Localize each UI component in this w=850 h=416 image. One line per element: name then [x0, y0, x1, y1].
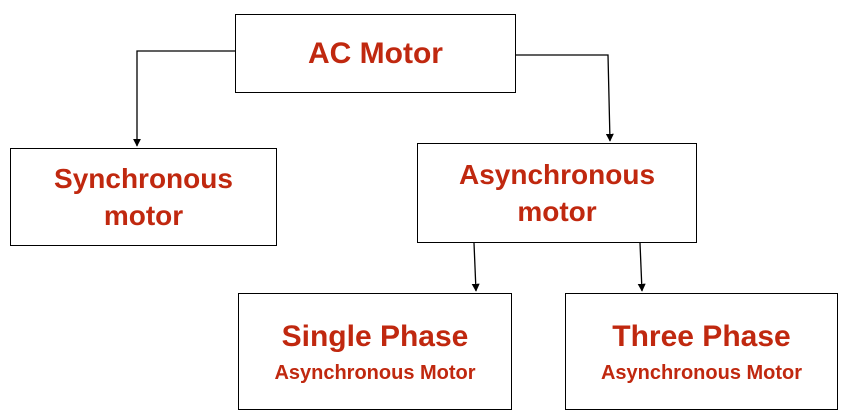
synchronous-motor-label-line2: motor — [103, 200, 184, 231]
single-phase-label-line2: Asynchronous Motor — [274, 361, 476, 384]
three-phase-motor-node: Three Phase Asynchronous Motor — [565, 293, 838, 410]
ac-motor-label: AC Motor — [308, 36, 443, 70]
ac-motor-node: AC Motor — [235, 14, 516, 93]
three-phase-label-line2: Asynchronous Motor — [600, 361, 803, 384]
asynchronous-motor-label-line2: motor — [517, 196, 597, 227]
connector-asynchronous-to-single-phase — [471, 242, 480, 292]
synchronous-motor-label-line1: Synchronous — [54, 163, 233, 194]
connector-root-to-synchronous — [133, 50, 235, 147]
synchronous-motor-node: Synchronous motor — [10, 148, 277, 246]
single-phase-label-line1: Single Phase — [281, 319, 469, 353]
connector-root-to-asynchronous — [516, 54, 614, 142]
single-phase-motor-node: Single Phase Asynchronous Motor — [238, 293, 512, 410]
asynchronous-motor-label-line1: Asynchronous — [458, 159, 656, 190]
asynchronous-motor-node: Asynchronous motor — [417, 143, 697, 243]
connector-asynchronous-to-three-phase — [637, 242, 646, 292]
three-phase-label-line1: Three Phase — [612, 319, 791, 353]
